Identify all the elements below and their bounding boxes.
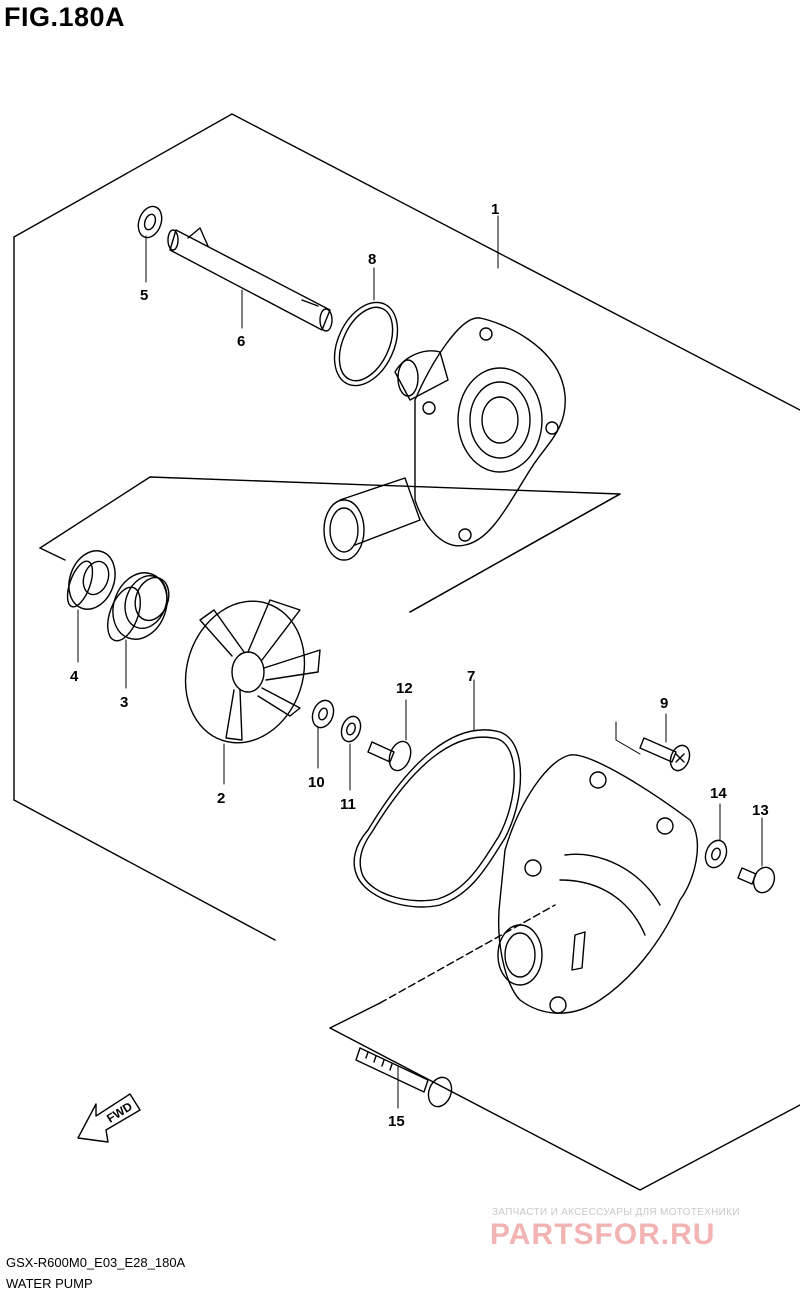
pump-shaft [167,227,333,332]
callout-11: 11 [340,796,356,813]
callout-8: 8 [368,251,376,268]
callout-2: 2 [217,790,225,807]
washer-10 [311,699,335,729]
washer-5 [137,205,163,239]
callout-15: 15 [388,1113,405,1130]
callout-3: 3 [120,694,128,711]
bolt-9 [639,737,691,772]
forward-direction-arrow: FWD [77,1093,141,1143]
bolt-13 [737,866,776,894]
bolt-15 [355,1047,453,1108]
callout-6: 6 [237,333,245,350]
model-code: GSX-R600M0_E03_E28_180A [6,1255,186,1270]
callout-9: 9 [660,695,668,712]
washer-14 [704,839,728,869]
callout-4: 4 [70,668,79,685]
callout-labels: 1 2 3 4 5 6 7 8 9 10 11 12 13 14 15 [70,201,769,1130]
diagram-name: WATER PUMP [6,1276,93,1291]
o-ring-8 [333,301,399,387]
watermark-tagline: ЗАПЧАСТИ И АКСЕССУАРЫ ДЛЯ МОТОТЕХНИКИ [492,1207,740,1218]
callout-5: 5 [140,287,148,304]
pump-cover [497,754,698,1014]
screw-12 [367,740,412,772]
figure-title: FIG.180A [4,2,126,32]
impeller-subframe [39,476,621,613]
leader-lines [77,215,763,1109]
watermark-logo: PARTSFOR.RU [490,1218,716,1251]
impeller-2 [184,599,321,744]
callout-13: 13 [752,802,769,819]
washer-11 [340,715,362,743]
mechanical-seal-3 [107,572,170,642]
callout-10: 10 [308,774,325,791]
assembly-frame [13,113,800,1191]
callout-1: 1 [491,201,499,218]
callout-12: 12 [396,680,413,697]
callout-14: 14 [710,785,727,802]
oil-seal-4 [66,550,116,610]
pump-housing [323,317,566,561]
callout-7: 7 [467,668,475,685]
o-ring-7 [353,729,522,908]
